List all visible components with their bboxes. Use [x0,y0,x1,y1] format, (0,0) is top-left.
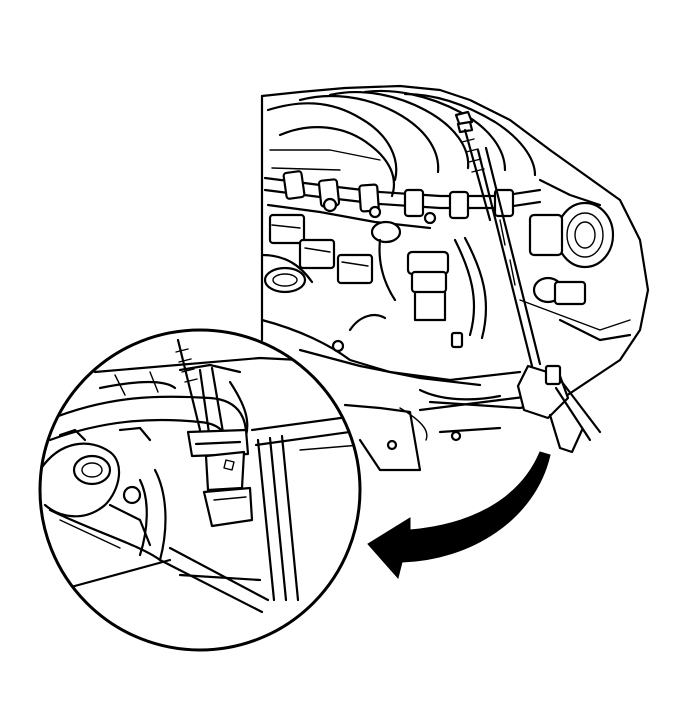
engine-outline [260,84,650,402]
center-pump [370,220,488,340]
intake-manifold [266,89,537,198]
detail-callout [38,328,362,652]
fuel-rail [263,170,542,230]
engine-assembly [260,84,650,472]
coil-packs [260,213,374,294]
frame-rail [343,393,542,472]
callout-arrow [367,451,551,580]
bolt [454,110,492,222]
dipstick-tube [476,146,602,454]
throttle-body [519,178,632,342]
